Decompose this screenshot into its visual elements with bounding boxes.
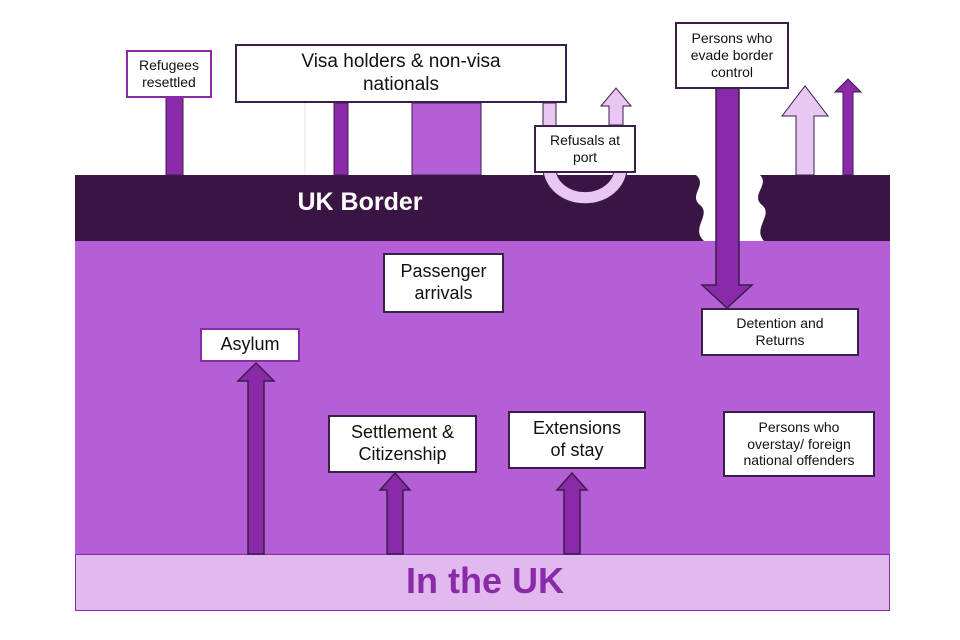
refugees-resettled-label: Refugees resettled: [126, 50, 212, 98]
extensions-of-stay-label: Extensions of stay: [508, 411, 646, 469]
refusal-u-turn: [542, 167, 628, 205]
uk-border-title: UK Border: [297, 188, 423, 216]
overstay-offenders-label: Persons who overstay/ foreign national o…: [723, 411, 875, 477]
asylum-arrow: [236, 361, 276, 555]
settlement-arrow: [378, 471, 412, 555]
exit-light-arrow: [780, 85, 830, 176]
detention-returns-label: Detention and Returns: [701, 308, 859, 356]
refusals-at-port-label: Refusals at port: [534, 125, 636, 173]
evade-border-control-label: Persons who evade border control: [675, 22, 789, 89]
exit-dark-arrow: [833, 78, 863, 176]
visa-stem-thin: [333, 102, 349, 176]
visa-stem-wide: [411, 102, 482, 176]
refusal-up-arrow: [599, 87, 633, 126]
settlement-citizenship-label: Settlement & Citizenship: [328, 415, 477, 473]
visa-holders-label: Visa holders & non-visa nationals: [235, 44, 567, 103]
in-the-uk-title: In the UK: [406, 560, 564, 601]
refugees-stem: [165, 96, 184, 176]
passenger-arrivals-label: Passenger arrivals: [383, 253, 504, 313]
refusal-stem-in: [542, 102, 557, 128]
asylum-label: Asylum: [200, 328, 300, 362]
extensions-arrow: [555, 471, 589, 555]
evade-down-arrow: [700, 87, 754, 310]
in-the-uk-band: [75, 554, 890, 611]
